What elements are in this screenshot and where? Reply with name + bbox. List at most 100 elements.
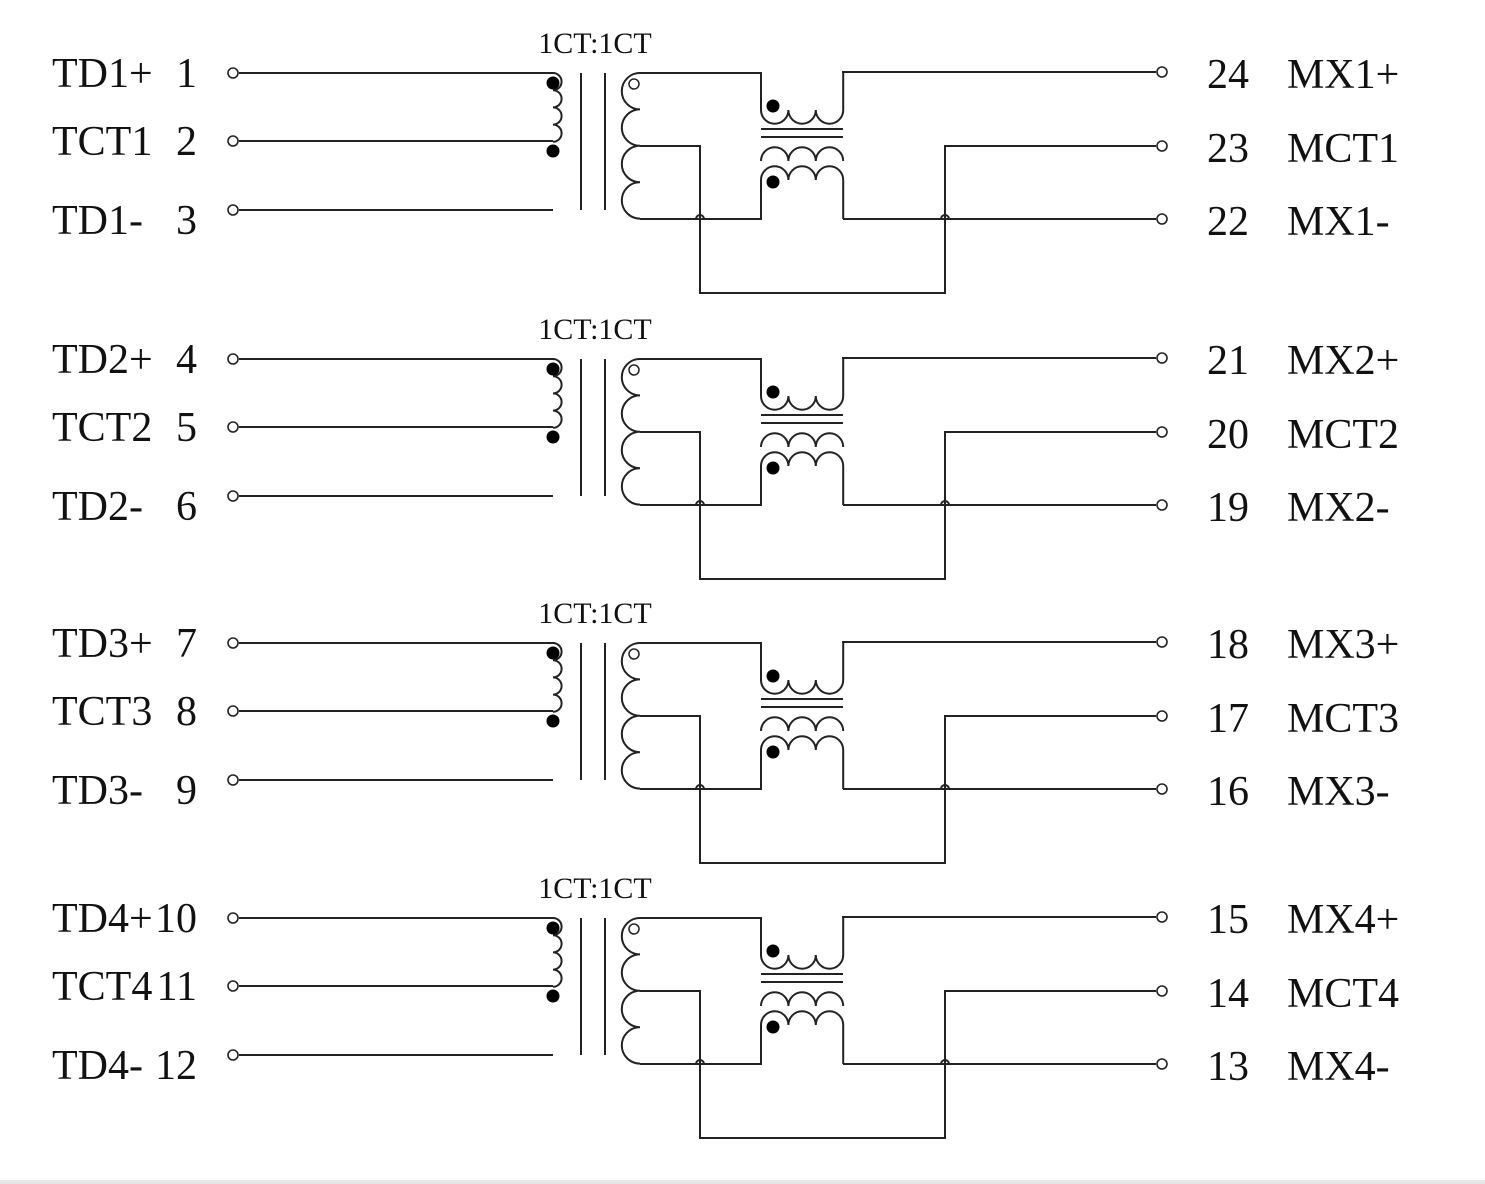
choke-winding-bottom	[760, 451, 845, 505]
pin-terminal	[227, 774, 239, 786]
right-signal-label: MX1+	[1287, 52, 1399, 98]
phase-dot	[546, 989, 560, 1003]
phase-dot	[546, 921, 560, 935]
secondary-wire-top	[640, 72, 762, 110]
wire-crossover	[940, 500, 950, 506]
right-signal-label: MX1-	[1287, 199, 1390, 245]
phase-dot	[766, 461, 780, 475]
left-signal-label: TD1+	[52, 51, 153, 97]
left-signal-label: TCT1	[52, 119, 152, 165]
left-pin-number: 5	[176, 405, 197, 451]
choke-winding-top	[760, 643, 845, 695]
right-pin-number: 13	[1207, 1044, 1249, 1090]
choke-winding-mid	[760, 991, 845, 1007]
right-signal-label: MCT1	[1287, 126, 1399, 172]
left-pin-number: 8	[176, 689, 197, 735]
phase-dot	[766, 669, 780, 683]
phase-dot	[546, 714, 560, 728]
left-pin-number: 9	[176, 768, 197, 814]
output-wire-center	[944, 431, 1156, 499]
bottom-divider	[0, 1180, 1485, 1184]
phase-dot	[546, 430, 560, 444]
right-pin-number: 21	[1207, 338, 1249, 384]
left-signal-label: TD2-	[52, 484, 143, 530]
left-signal-label: TCT2	[52, 405, 152, 451]
left-pin-number: 12	[155, 1043, 197, 1089]
pin-terminal	[1156, 426, 1168, 438]
left-pin-number: 2	[176, 119, 197, 165]
pin-terminal	[1156, 499, 1168, 511]
winding-ratio-label: 1CT:1CT	[538, 313, 652, 346]
primary-coil	[552, 358, 563, 429]
pin-terminal	[1156, 710, 1168, 722]
right-signal-label: MX4+	[1287, 897, 1399, 943]
right-signal-label: MX3-	[1287, 769, 1390, 815]
primary-coil	[552, 642, 563, 713]
wire-crossover	[695, 214, 705, 220]
left-pin-number: 7	[176, 621, 197, 667]
left-signal-label: TD3-	[52, 768, 143, 814]
right-pin-number: 14	[1207, 971, 1249, 1017]
pin-terminal	[227, 912, 239, 924]
phase-mark-hollow	[628, 364, 640, 376]
pin-terminal	[227, 353, 239, 365]
primary-coil	[552, 72, 563, 143]
phase-dot	[766, 1020, 780, 1034]
center-tap-return	[640, 715, 946, 864]
pin-terminal	[227, 490, 239, 502]
pin-terminal	[1156, 352, 1168, 364]
left-pin-number: 11	[157, 964, 197, 1010]
phase-dot	[766, 944, 780, 958]
winding-ratio-label: 1CT:1CT	[538, 597, 652, 630]
right-pin-number: 19	[1207, 485, 1249, 531]
phase-dot	[766, 385, 780, 399]
secondary-wire-top	[640, 642, 762, 680]
output-wire-center	[944, 145, 1156, 213]
right-pin-number: 15	[1207, 897, 1249, 943]
pin-terminal	[227, 204, 239, 216]
right-signal-label: MX4-	[1287, 1044, 1390, 1090]
choke-winding-mid	[760, 146, 845, 162]
left-signal-label: TCT4	[52, 964, 152, 1010]
wire-crossover	[695, 500, 705, 506]
left-signal-label: TD1-	[52, 198, 143, 244]
phase-dot	[766, 745, 780, 759]
wire-crossover	[940, 1059, 950, 1065]
center-tap-return	[640, 990, 946, 1139]
right-signal-label: MCT2	[1287, 412, 1399, 458]
right-pin-number: 16	[1207, 769, 1249, 815]
pin-terminal	[227, 1049, 239, 1061]
left-signal-label: TD4-	[52, 1043, 143, 1089]
winding-ratio-label: 1CT:1CT	[538, 27, 652, 60]
secondary-wire-bottom	[640, 180, 762, 220]
pin-terminal	[1156, 636, 1168, 648]
choke-winding-top	[760, 918, 845, 970]
choke-winding-bottom	[760, 1010, 845, 1064]
right-pin-number: 24	[1207, 52, 1249, 98]
left-signal-label: TD2+	[52, 337, 153, 383]
secondary-coil	[620, 917, 641, 1065]
pin-terminal	[227, 980, 239, 992]
secondary-wire-bottom	[640, 466, 762, 506]
wire-crossover	[940, 214, 950, 220]
pin-terminal	[227, 637, 239, 649]
right-pin-number: 18	[1207, 622, 1249, 668]
center-tap-return	[640, 145, 946, 294]
phase-dot	[546, 144, 560, 158]
output-wire-top	[842, 71, 1156, 73]
pin-terminal	[1156, 911, 1168, 923]
output-wire-center	[944, 990, 1156, 1058]
pin-terminal	[1156, 66, 1168, 78]
left-signal-label: TCT3	[52, 689, 152, 735]
pin-terminal	[227, 67, 239, 79]
right-pin-number: 20	[1207, 412, 1249, 458]
phase-dot	[766, 175, 780, 189]
center-tap-return	[640, 431, 946, 580]
choke-winding-top	[760, 73, 845, 125]
wire-crossover	[940, 784, 950, 790]
pin-terminal	[227, 135, 239, 147]
left-signal-label: TD4+	[52, 896, 153, 942]
